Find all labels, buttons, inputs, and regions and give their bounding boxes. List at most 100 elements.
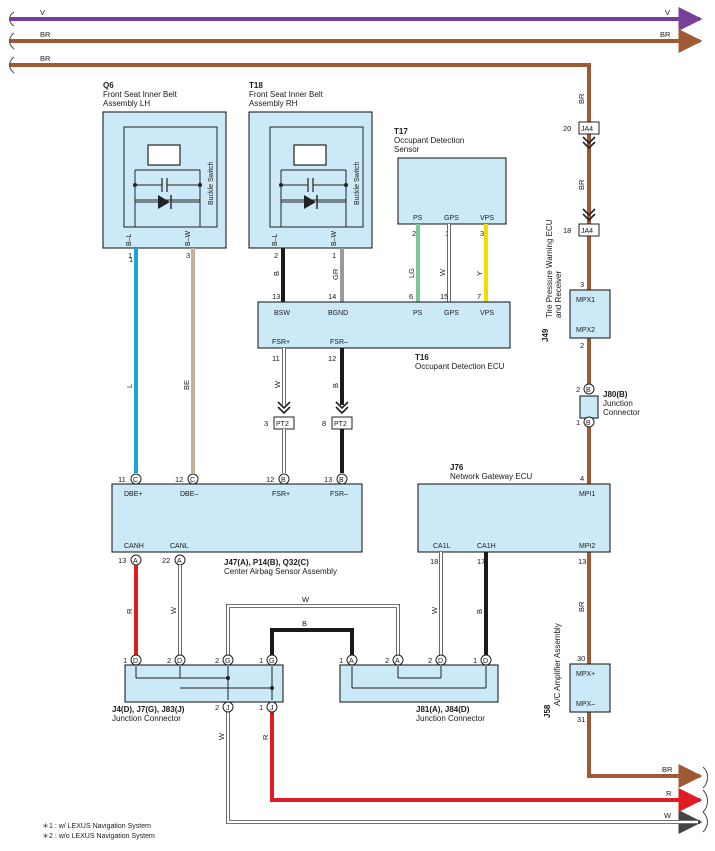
pt2-pin-b: 8: [322, 419, 326, 428]
airbag-letter-canl: A: [177, 558, 182, 565]
q6-switch-label: Buckle Switch: [208, 161, 215, 205]
jcr-pin-0: 1: [339, 656, 343, 665]
bottom-r-label: R: [666, 789, 672, 798]
t16-term-fsrm: FSR–: [330, 339, 348, 346]
q6-pin-left: 1: [128, 251, 132, 260]
j76-term-mpi1: MPI1: [579, 491, 595, 498]
j58-ac-amplifier-assembly: MPX+ MPX– 30 31 J58 A/C Amplifier Assemb…: [543, 623, 611, 724]
wire-label-t17-w: W: [438, 268, 447, 276]
airbag-term-canl: CANL: [170, 543, 189, 550]
left-junction-connector: D D G G 1 2 2 1 J J 2 1 J4(D), J7(G), J8…: [112, 654, 284, 723]
j76-pin-mpi1: 4: [580, 474, 584, 483]
t16-term-ps: PS: [413, 310, 423, 317]
t16-pin-fsrm: 12: [328, 354, 336, 363]
t16-term-vps: VPS: [480, 310, 494, 317]
jcl-pin-j0: 2: [215, 703, 219, 712]
wire-label-t18-b: B: [272, 271, 281, 276]
t18-name-line1: Front Seat Inner Belt: [249, 90, 324, 99]
q6-pin-left-wire: 1: [129, 255, 133, 264]
jcl-name: Junction Connector: [112, 714, 181, 723]
q6-term-left: B–L: [126, 233, 133, 246]
wires-upper: L BE B GR LG W Y 1: [125, 224, 488, 473]
airbag-letter-3: B: [339, 477, 344, 484]
j49-pin1: 3: [580, 280, 584, 289]
j80-junction-connector: B 2 B 1 J80(B) Junction Connector: [576, 383, 640, 428]
q6-name-line1: Front Seat Inner Belt: [103, 90, 178, 99]
j49-name-line1: Tire Pressure Warning ECU: [545, 219, 554, 318]
wire-label-q6-l: L: [125, 384, 134, 388]
center-airbag-sensor-assembly: C C B B 11 12 12 13 DBE+ DBE– FSR+ FSR– …: [111, 473, 363, 576]
j49-term1: MPX1: [576, 297, 595, 304]
t18-name-line2: Assembly RH: [249, 99, 298, 108]
wire-label-j-w: W: [217, 732, 226, 740]
j58-pin2: 31: [577, 715, 585, 724]
j58-pin1: 30: [577, 654, 585, 663]
wires-lower: R W W B W B W R R W: [125, 552, 708, 834]
t18-pin-right: 1: [332, 251, 336, 260]
bus-br2-label-left: BR: [40, 54, 51, 63]
j58-term1: MPX+: [576, 671, 595, 678]
t17-occupant-detection-sensor: T17 Occupant Detection Sensor PS GPS VPS…: [394, 127, 507, 238]
pt2-label-a: PT2: [276, 421, 289, 428]
ja4-label-bottom: JA4: [581, 228, 593, 235]
t16-occupant-detection-ecu: 13 14 6 15 7 BSW BGND PS GPS VPS FSR+ FS…: [257, 292, 511, 371]
ja4-pin-top: 20: [563, 124, 571, 133]
j58-code: J58: [543, 704, 552, 718]
t17-pin-vps: 3: [480, 229, 484, 238]
wires-fsr: PT2 PT2 3 8 W B: [264, 348, 353, 473]
airbag-pin-canl: 22: [162, 556, 170, 565]
t16-term-gps: GPS: [444, 310, 459, 317]
wire-label-canh-r: R: [125, 608, 134, 614]
ja4-connector-bottom: JA4 18: [563, 208, 600, 237]
airbag-pin-fsrm: 13: [324, 475, 332, 484]
j49-tire-pressure-ecu: MPX1 MPX2 3 2 J49 Tire Pressure Warning …: [541, 219, 611, 350]
wire-label-t18-gr: GR: [331, 268, 340, 280]
bus-br1-label-left: BR: [40, 30, 51, 39]
t18-pin-left: 2: [274, 251, 278, 260]
pt2-pin-a: 3: [264, 419, 268, 428]
bus-v-label-right: V: [665, 8, 670, 17]
wire-label-t17-lg: LG: [407, 268, 416, 278]
jcl-letter-1: D: [177, 658, 182, 665]
t17-term-gps: GPS: [444, 215, 459, 222]
j58-name: A/C Amplifier Assembly: [553, 623, 562, 706]
j80-letter-bottom: B: [586, 420, 591, 427]
t16-pin-vps: 7: [477, 292, 481, 301]
note-2: ＊2 : w/o LEXUS Navigation System: [42, 833, 155, 840]
wire-label-canl-w: W: [169, 606, 178, 614]
jcl-pin-2: 2: [215, 656, 219, 665]
q6-code: Q6: [103, 81, 114, 90]
airbag-letter-2: B: [281, 477, 286, 484]
jcr-pin-1: 2: [385, 656, 389, 665]
jcr-letter-2: D: [438, 658, 443, 665]
t18-code: T18: [249, 81, 263, 90]
jcl-letter-3: G: [269, 658, 274, 665]
jcr-codes: J81(A), J84(D): [416, 705, 470, 714]
t16-pin-fsrp: 11: [272, 354, 280, 363]
wire-label-loop-b: B: [302, 619, 307, 628]
j80-pin-top: 2: [576, 385, 580, 394]
jcl-pin-0: 1: [123, 656, 127, 665]
t18-term-left: B–L: [272, 233, 279, 246]
right-br-label-3: BR: [577, 601, 586, 612]
t16-pin-gps: 15: [440, 292, 448, 301]
j80-pin-bottom: 1: [576, 418, 580, 427]
t16-pin-ps: 6: [409, 292, 413, 301]
airbag-pin-fsrp: 12: [266, 475, 274, 484]
right-junction-connector: A A D D 1 2 2 1 J81(A), J84(D) Junction …: [339, 654, 499, 723]
wire-label-loop-w: W: [302, 595, 310, 604]
airbag-name: Center Airbag Sensor Assembly: [224, 567, 337, 576]
t16-term-fsrp: FSR+: [272, 339, 290, 346]
jcr-name: Junction Connector: [416, 714, 485, 723]
j49-pin2: 2: [580, 341, 584, 350]
bottom-w-label: W: [664, 811, 672, 820]
wire-label-fsrp-w: W: [273, 380, 282, 388]
j76-pin-mpi2: 13: [578, 557, 586, 566]
q6-belt-assembly-lh: Q6 Front Seat Inner Belt Assembly LH Buc…: [102, 81, 227, 260]
jcl-pin-3: 1: [259, 656, 263, 665]
airbag-pin-dbep: 11: [118, 475, 126, 484]
t17-name-line1: Occupant Detection: [394, 136, 464, 145]
j58-term2: MPX–: [576, 701, 595, 708]
jcl-pin-j1: 1: [259, 703, 263, 712]
